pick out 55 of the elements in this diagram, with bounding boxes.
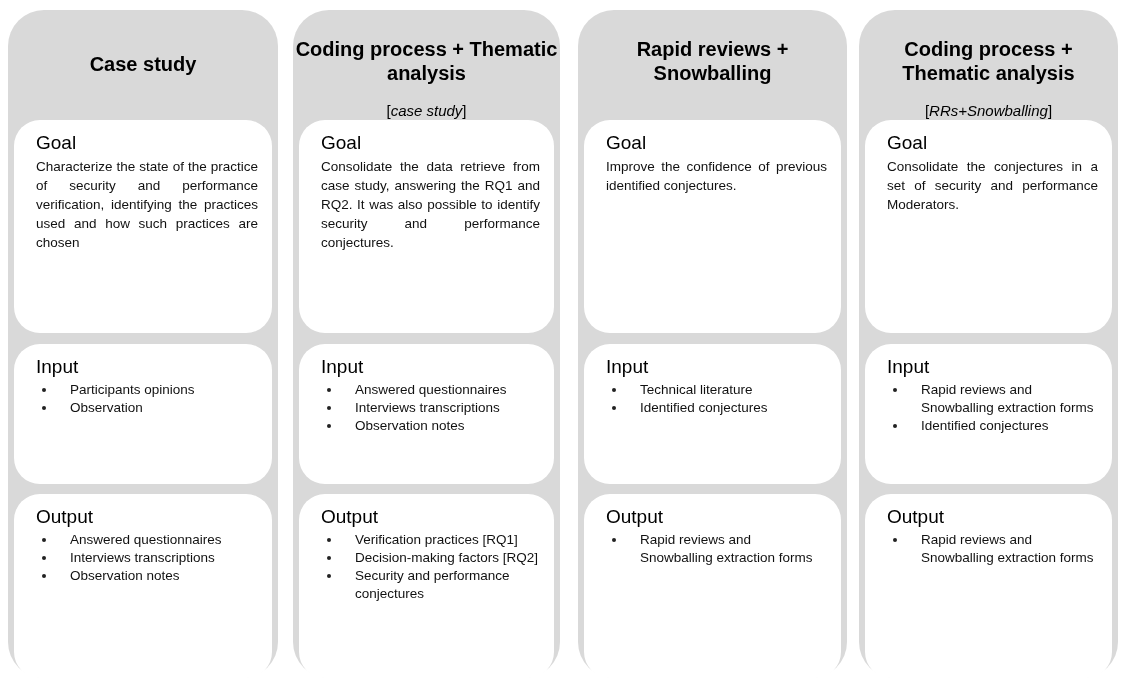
column-heading: Coding process + Thematic analysis bbox=[294, 37, 559, 85]
column-heading: Rapid reviews + Snowballing bbox=[635, 37, 790, 85]
card-heading: Input bbox=[36, 356, 80, 378]
card-heading: Input bbox=[887, 356, 931, 378]
column-panel bbox=[859, 10, 1118, 678]
card bbox=[14, 494, 272, 678]
card-heading: Output bbox=[887, 506, 946, 528]
card bbox=[299, 120, 554, 333]
goal-text: Consolidate the conjectures in a set of security and performance Moderators. bbox=[887, 158, 1098, 214]
card bbox=[584, 494, 841, 678]
goal-text: Improve the confidence of previous identified conjectures. bbox=[606, 158, 827, 195]
bullet-item: Verification practices [RQ1] bbox=[321, 531, 540, 549]
bullet-item: Security and performance conjectures bbox=[321, 567, 540, 603]
bullet-item: Identified conjectures bbox=[887, 417, 1098, 435]
card bbox=[865, 120, 1112, 333]
card-heading: Goal bbox=[321, 132, 363, 154]
column-subheading: [case study] bbox=[385, 102, 468, 119]
column-heading: Coding process + Thematic analysis bbox=[901, 37, 1076, 85]
card bbox=[865, 344, 1112, 484]
column-heading: Case study bbox=[88, 52, 198, 76]
card-heading: Goal bbox=[606, 132, 648, 154]
bullet-item: Observation notes bbox=[321, 417, 540, 435]
card bbox=[299, 344, 554, 484]
bullet-item: Interviews transcriptions bbox=[36, 549, 258, 567]
card bbox=[14, 344, 272, 484]
bullet-item: Rapid reviews and Snowballing extraction forms bbox=[606, 531, 827, 567]
card-heading: Output bbox=[606, 506, 665, 528]
goal-text: Characterize the state of the practice of security and performance verification, identifying the practices used and how such practices are chosen bbox=[36, 158, 258, 252]
bullet-item: Technical literature bbox=[606, 381, 827, 399]
bullet-item: Rapid reviews and Snowballing extraction forms bbox=[887, 381, 1098, 417]
bullet-item: Participants opinions bbox=[36, 381, 258, 399]
card-heading: Goal bbox=[887, 132, 929, 154]
card-heading: Goal bbox=[36, 132, 78, 154]
column-subheading: [RRs+Snowballing] bbox=[923, 102, 1054, 119]
card bbox=[584, 120, 841, 333]
card-heading: Input bbox=[321, 356, 365, 378]
card-heading: Output bbox=[321, 506, 380, 528]
column-panel bbox=[578, 10, 847, 678]
card bbox=[14, 120, 272, 333]
bullet-item: Observation notes bbox=[36, 567, 258, 585]
column-panel bbox=[293, 10, 560, 678]
card-heading: Output bbox=[36, 506, 95, 528]
card bbox=[299, 494, 554, 678]
bullet-item: Answered questionnaires bbox=[321, 381, 540, 399]
card bbox=[584, 344, 841, 484]
bullet-item: Interviews transcriptions bbox=[321, 399, 540, 417]
card-heading: Input bbox=[606, 356, 650, 378]
bullet-item: Answered questionnaires bbox=[36, 531, 258, 549]
bullet-item: Identified conjectures bbox=[606, 399, 827, 417]
goal-text: Consolidate the data retrieve from case study, answering the RQ1 and RQ2. It was also possible to identify security and performance conjectures. bbox=[321, 158, 540, 252]
bullet-item: Rapid reviews and Snowballing extraction forms bbox=[887, 531, 1098, 567]
bullet-item: Observation bbox=[36, 399, 258, 417]
column-panel bbox=[8, 10, 278, 678]
bullet-item: Decision-making factors [RQ2] bbox=[321, 549, 540, 567]
card bbox=[865, 494, 1112, 678]
